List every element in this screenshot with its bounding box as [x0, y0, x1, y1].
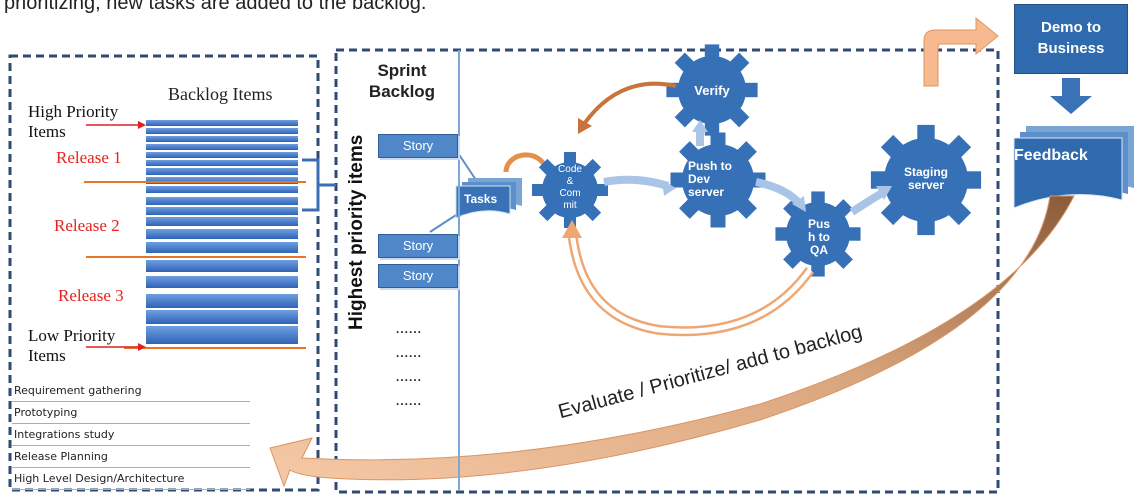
low-priority-label: Low Priority Items — [28, 326, 116, 365]
high-priority-label: High Priority Items — [28, 102, 119, 141]
staging-server-label: Staging server — [904, 165, 948, 192]
push-dev-label: Push to Dev server — [688, 159, 732, 199]
backlog-frame — [8, 54, 320, 492]
sprint-backlog-column — [338, 50, 460, 490]
backlog-title: Backlog Items — [168, 84, 273, 104]
ellipsis: ...... — [396, 370, 423, 384]
release-2-label: Release 2 — [54, 216, 120, 235]
planning-task-item: Prototyping — [12, 402, 250, 424]
push-qa-label: Pus h to QA — [807, 217, 830, 257]
code-commit-label: Code & Com mit — [558, 164, 582, 211]
release-1-label: Release 1 — [56, 148, 122, 167]
planning-task-item: High Level Design/Architecture — [12, 468, 250, 490]
feedback-label: Feedback — [1014, 147, 1088, 164]
planning-task-item: Requirement gathering — [12, 380, 250, 402]
sprint-backlog-title: Sprint Backlog — [368, 61, 436, 101]
ellipsis: ...... — [396, 346, 423, 360]
verify-label: Verify — [694, 83, 730, 98]
story-card: Story — [378, 234, 458, 258]
demo-to-business-box: Demo to Business — [1014, 4, 1128, 74]
highest-priority-label: Highest priority items — [346, 134, 367, 330]
release-3-label: Release 3 — [58, 286, 124, 305]
tasks-stack — [455, 178, 522, 219]
planning-task-item: Integrations study — [12, 424, 250, 446]
backlog-bars — [146, 120, 298, 344]
story-card: Story — [378, 264, 458, 288]
planning-task-list: Requirement gathering Prototyping Integr… — [12, 380, 250, 490]
caption-text: prioritizing, new tasks are added to the… — [4, 0, 427, 14]
story-card: Story — [378, 134, 458, 158]
tasks-label: Tasks — [464, 192, 498, 206]
sprint-frame — [334, 48, 1000, 494]
planning-task-item: Release Planning — [12, 446, 250, 468]
ellipsis: ...... — [396, 322, 423, 336]
gears — [532, 44, 982, 277]
ellipsis: ...... — [396, 394, 423, 408]
